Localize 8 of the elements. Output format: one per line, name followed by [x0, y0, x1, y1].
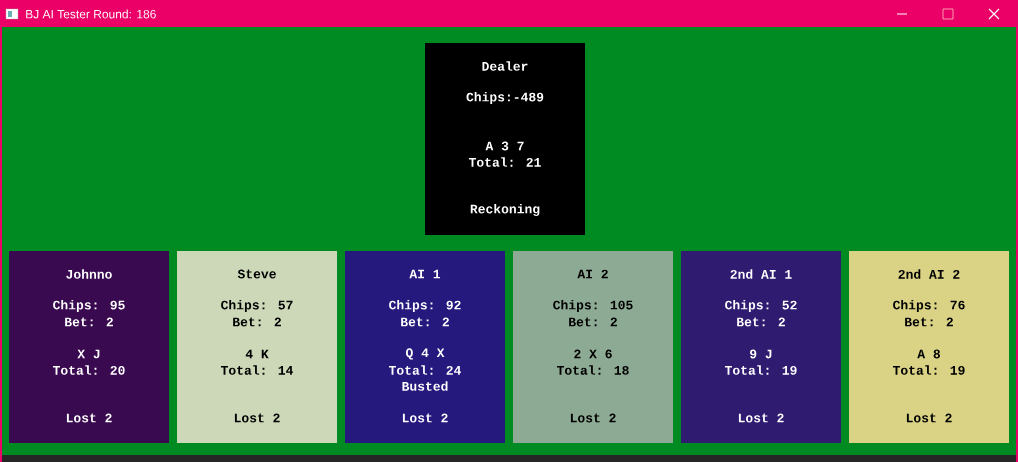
window-title: BJ AI Tester Round: 186 [26, 9, 156, 19]
player-panel: 2nd AI 2 Chips: 76 Bet: 2 A 8 Total: 19 Lost 2 [849, 251, 1009, 443]
player-panel: Johnno Chips: 95 Bet: 2 X J Total: 20 Lost 2 [9, 251, 169, 443]
player-panel: AI 1 Chips: 92 Bet: 2 Q 4 X Total: 24 Busted Lost 2 [345, 251, 505, 443]
player-panel: AI 2 Chips: 105 Bet: 2 2 X 6 Total: 18 Lost 2 [513, 251, 673, 443]
dealer-panel: Dealer Chips:-489 A 3 7 Total: 21 Reckoning [425, 43, 585, 235]
player-panel: Steve Chips: 57 Bet: 2 4 K Total: 14 Lost 2 [177, 251, 337, 443]
player-panel: 2nd AI 1 Chips: 52 Bet: 2 9 J Total: 19 Lost 2 [681, 251, 841, 443]
